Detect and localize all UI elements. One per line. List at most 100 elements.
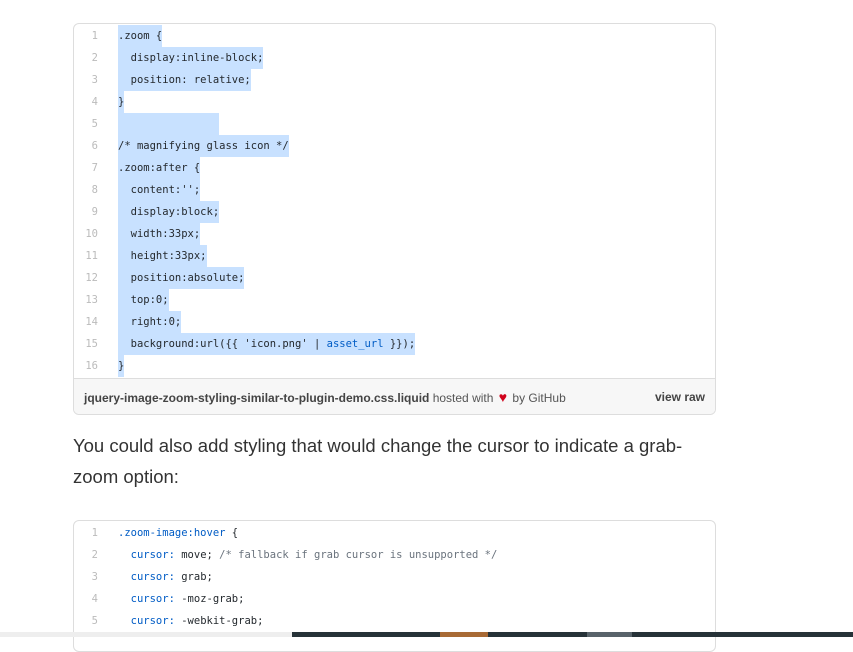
code-segment: move; [174,549,220,561]
code-block: 1.zoom {2 display:inline-block;3 positio… [74,24,715,377]
code-text: cursor: -webkit-grab; [118,615,264,627]
code-text: position:absolute; [118,267,245,289]
code-line: 11 height:33px; [74,245,715,267]
code-segment: display:block; [118,206,220,218]
line-number: 16 [85,360,98,372]
code-text: display:block; [118,201,220,223]
code-text: .zoom:after { [118,157,201,179]
bottom-bar-segment [440,632,488,637]
line-number: 4 [91,593,98,605]
code-line: 5 cursor: -webkit-grab; [74,610,715,632]
gist-embed-cursor-css: 1.zoom-image:hover {2 cursor: move; /* f… [73,520,716,652]
code-line: 4 cursor: -moz-grab; [74,588,715,610]
line-number: 3 [91,74,98,86]
view-raw-link[interactable]: view raw [654,389,705,404]
line-number: 6 [91,140,98,152]
code-line: 1 .zoom-image:hover { [74,522,715,544]
code-segment: position: relative; [118,74,251,86]
line-number: 2 [91,549,98,561]
code-line: 9 display:block; [74,201,715,223]
bottom-bar-segment [0,632,292,637]
code-keyword: asset_url [326,338,384,350]
code-text: .zoom { [118,25,163,47]
code-line: 3 position: relative; [74,69,715,91]
code-text: cursor: move; /* fallback if grab cursor… [118,549,498,561]
code-segment: { [225,527,239,539]
code-segment: content:''; [118,184,201,196]
code-line: 10 width:33px; [74,223,715,245]
code-text: cursor: -moz-grab; [118,593,245,605]
code-text: } [118,355,125,377]
code-text: content:''; [118,179,201,201]
code-segment: .zoom { [118,30,163,42]
code-keyword: cursor: [118,593,175,605]
gist-filename-link[interactable]: jquery-image-zoom-styling-similar-to-plu… [84,390,430,405]
gist-footer: jquery-image-zoom-styling-similar-to-plu… [74,378,715,414]
line-number: 9 [91,206,98,218]
code-segment: } [118,96,125,108]
code-segment: } [118,360,125,372]
code-segment: .zoom:after { [118,162,201,174]
line-number: 1 [91,30,98,42]
code-line: 14 right:0; [74,311,715,333]
line-number: 10 [85,228,98,240]
code-comment: /* fallback if grab cursor is unsupporte… [219,549,498,561]
code-text: top:0; [118,289,169,311]
line-number: 1 [91,527,98,539]
line-number: 5 [91,118,98,130]
code-text: background:url({{ 'icon.png' | asset_url… [118,333,416,355]
line-number: 5 [91,615,98,627]
code-segment: -webkit-grab; [174,615,264,627]
code-line: 3 cursor: grab; [74,566,715,588]
line-number: 3 [91,571,98,583]
code-text: /* magnifying glass icon */ [118,135,289,157]
line-number: 11 [85,250,98,262]
bottom-bar-segment [488,632,587,637]
github-link[interactable]: by GitHub [512,390,566,405]
code-segment: -moz-grab; [174,593,245,605]
code-line: 1 .zoom { [74,25,715,47]
code-block: 1.zoom-image:hover {2 cursor: move; /* f… [74,521,715,632]
bottom-bar-segment [587,632,632,637]
code-line: 6 /* magnifying glass icon */ [74,135,715,157]
code-line: 7 .zoom:after { [74,157,715,179]
code-segment: }}); [383,338,416,350]
line-number: 14 [85,316,98,328]
code-text: display:inline-block; [118,47,264,69]
code-line: 16} [74,355,715,377]
code-keyword: .zoom-image:hover [118,527,226,539]
code-segment: grab; [174,571,213,583]
code-text: .zoom-image:hover { [118,527,238,539]
code-line: 15 background:url({{ 'icon.png' | asset_… [74,333,715,355]
code-segment: position:absolute; [118,272,245,284]
code-text: } [118,91,125,113]
code-text: width:33px; [118,223,201,245]
code-segment [118,118,219,130]
code-text: height:33px; [118,245,207,267]
code-line: 12 position:absolute; [74,267,715,289]
code-segment: height:33px; [118,250,207,262]
code-text: right:0; [118,311,182,333]
line-number: 7 [91,162,98,174]
code-line: 13 top:0; [74,289,715,311]
gist-embed-zoom-css: 1.zoom {2 display:inline-block;3 positio… [73,23,716,415]
code-segment: right:0; [118,316,182,328]
code-line: 2 display:inline-block; [74,47,715,69]
paragraph: You could also add styling that would ch… [73,435,683,487]
line-number: 4 [91,96,98,108]
code-segment: display:inline-block; [118,52,264,64]
code-text: position: relative; [118,69,251,91]
code-keyword: cursor: [118,549,175,561]
code-text: cursor: grab; [118,571,213,583]
bottom-bar-segment [632,632,853,637]
code-segment: /* magnifying glass icon */ [118,140,289,152]
code-keyword: cursor: [118,615,175,627]
line-number: 2 [91,52,98,64]
line-number: 15 [85,338,98,350]
code-line: 4} [74,91,715,113]
bottom-bar-segment [292,632,440,637]
code-keyword: cursor: [118,571,175,583]
hosted-with-text: hosted with [432,390,494,405]
code-text [118,113,220,135]
heart-icon: ♥ [498,388,508,405]
